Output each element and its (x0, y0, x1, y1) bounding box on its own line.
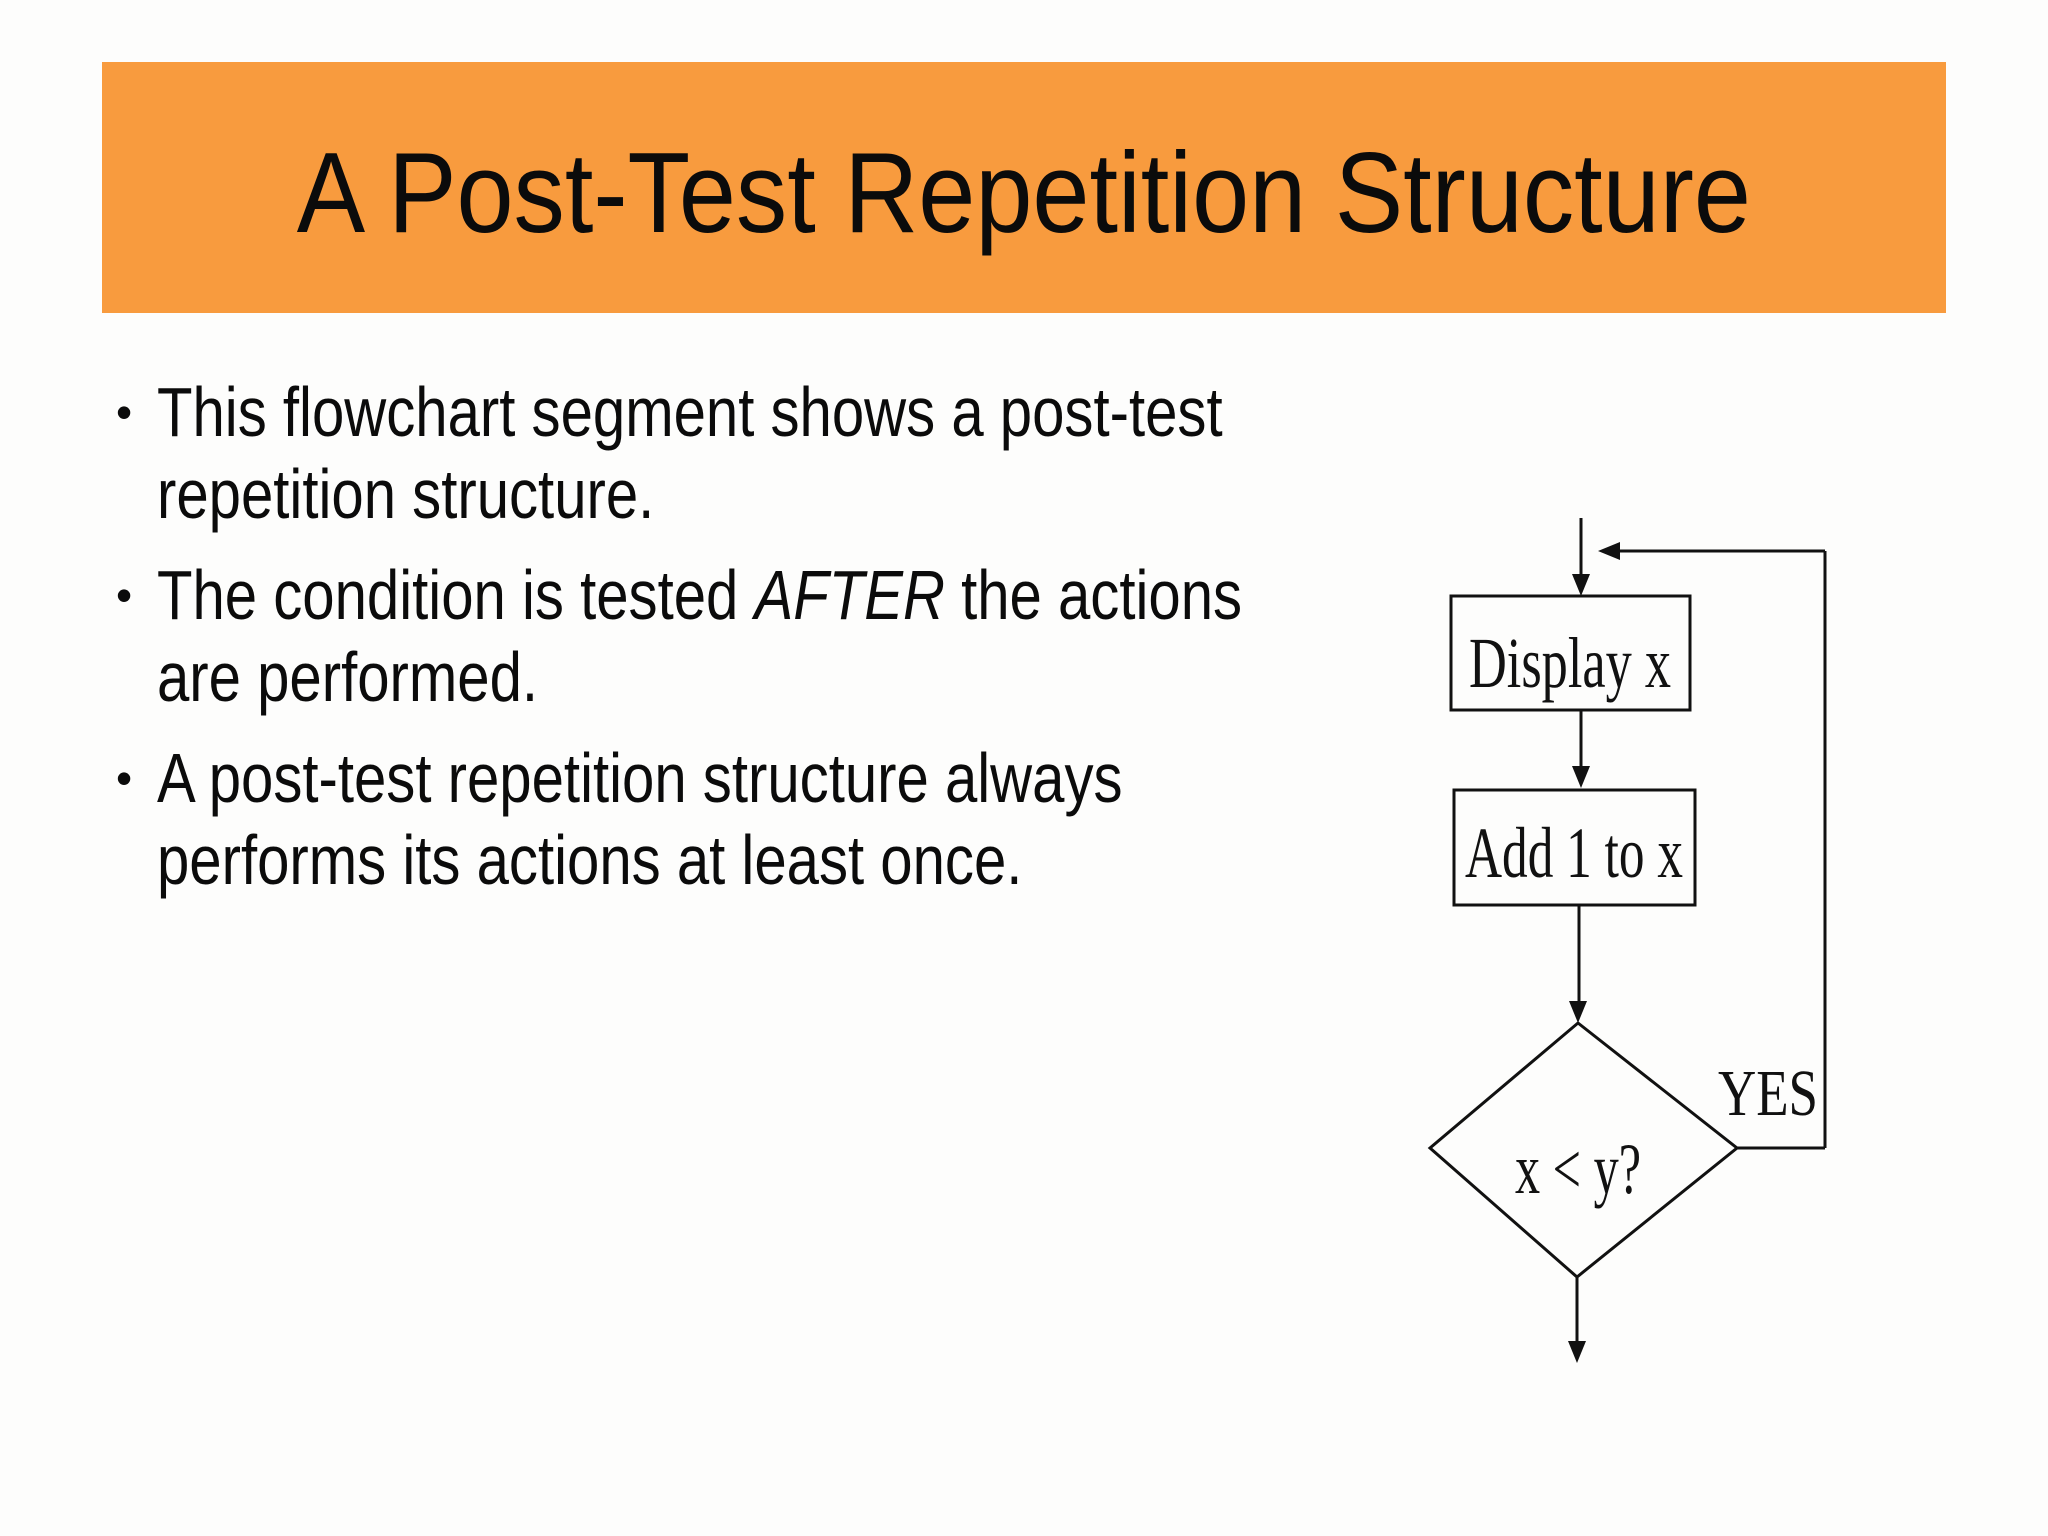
bullet-1-line-1: This flowchart segment shows a post-test (157, 373, 1223, 451)
bullet-2-line-1-post: the actions (944, 556, 1243, 634)
bullet-1-line-2: repetition structure. (157, 455, 655, 533)
arrowhead-down-icon (1568, 1341, 1586, 1363)
bullet-marker: • (116, 386, 133, 438)
flowchart-diagram: Display x Add 1 to x x < y? YES (1427, 518, 1827, 1363)
bullet-list: • This flowchart segment shows a post-te… (116, 371, 1476, 901)
bullet-marker: • (116, 752, 133, 804)
bullet-marker: • (116, 569, 133, 621)
bullet-2-line-1-pre: The condition is tested (157, 556, 755, 634)
bullet-3-line-2: performs its actions at least once. (157, 821, 1023, 899)
bullet-item-1: • This flowchart segment shows a post-te… (116, 371, 1476, 535)
bullet-item-2: • The condition is tested AFTER the acti… (116, 554, 1476, 718)
slide-title: A Post-Test Repetition Structure (296, 130, 1752, 257)
decision-label: x < y? (1515, 1129, 1641, 1209)
arrowhead-left-icon (1598, 542, 1620, 560)
bullet-2-emphasis: AFTER (754, 556, 945, 634)
bullet-text-1: This flowchart segment shows a post-test… (157, 371, 1223, 535)
arrowhead-down-icon (1572, 574, 1590, 596)
bullet-text-2: The condition is tested AFTER the action… (157, 554, 1242, 718)
bullet-item-3: • A post-test repetition structure alway… (116, 737, 1476, 901)
yes-branch-label: YES (1718, 1057, 1818, 1130)
bullet-2-line-1: The condition is tested AFTER the action… (157, 554, 1242, 636)
title-banner: A Post-Test Repetition Structure (102, 62, 1946, 313)
arrowhead-down-icon (1572, 766, 1590, 788)
arrowhead-down-icon (1569, 1001, 1587, 1023)
process-box-add-label: Add 1 to x (1465, 813, 1683, 893)
process-box-add (1452, 788, 1697, 907)
bullet-text-3: A post-test repetition structure always … (157, 737, 1123, 901)
bullet-2-line-2: are performed. (157, 638, 539, 716)
process-box-display (1449, 594, 1692, 712)
process-box-display-label: Display x (1469, 623, 1671, 703)
bullet-3-line-1: A post-test repetition structure always (157, 739, 1123, 817)
